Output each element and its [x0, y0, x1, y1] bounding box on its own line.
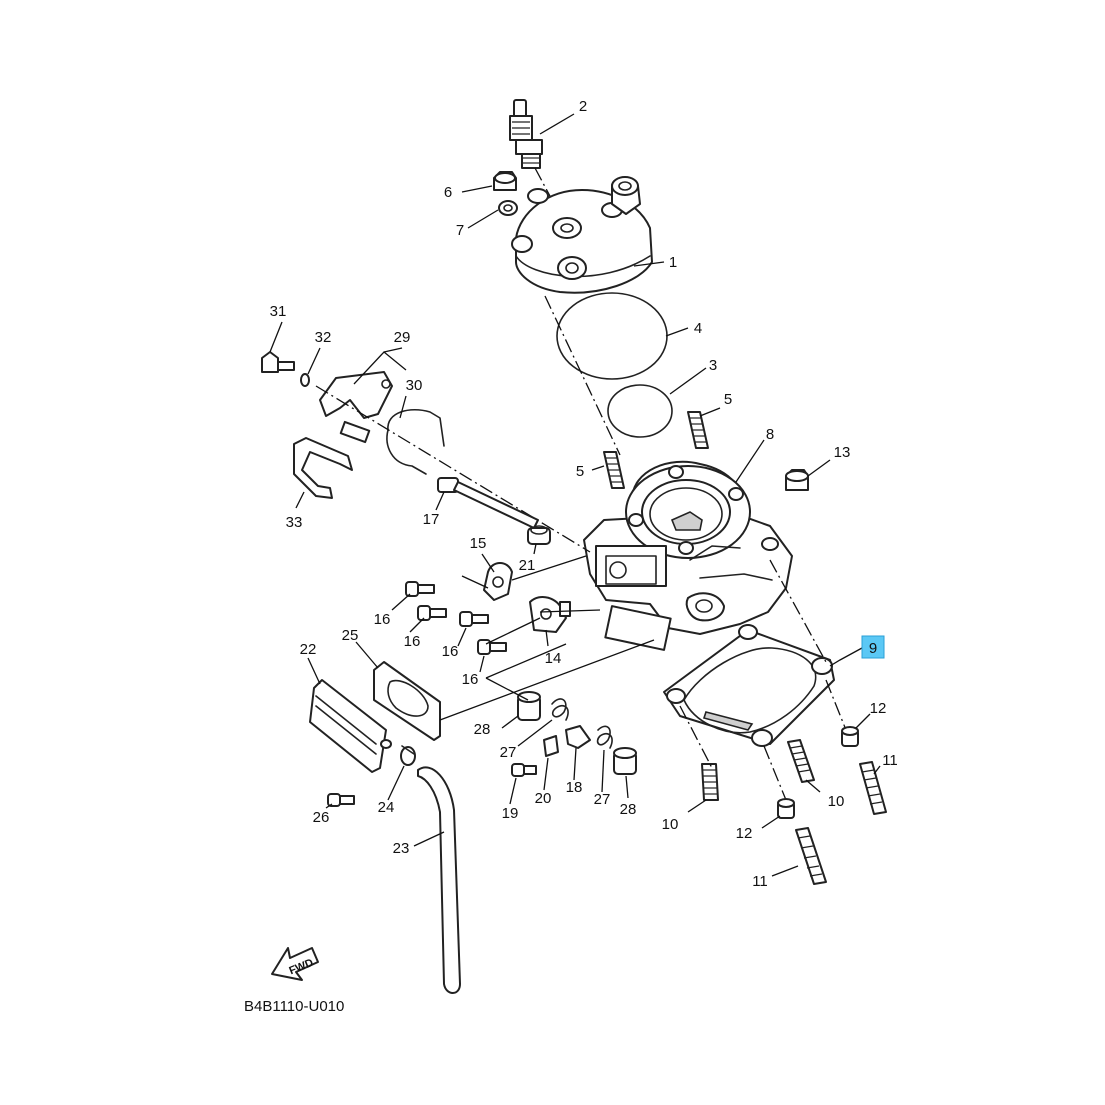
screw-part[interactable]	[405, 581, 435, 597]
callout-24[interactable]: 24	[378, 799, 395, 816]
cover-gasket-part[interactable]	[373, 661, 441, 741]
spacer-collar-part[interactable]	[517, 691, 541, 721]
callout-17[interactable]: 17	[423, 511, 440, 528]
callout-19[interactable]: 19	[502, 805, 519, 822]
callout-14[interactable]: 14	[545, 650, 562, 667]
callout-20[interactable]: 20	[535, 790, 552, 807]
dowel-collar-part[interactable]	[777, 798, 795, 819]
lever-spring-part[interactable]	[596, 725, 613, 749]
lever-part[interactable]	[565, 725, 591, 749]
callout-21[interactable]: 21	[519, 557, 536, 574]
plate-washer-part[interactable]	[543, 735, 559, 757]
callout-29[interactable]: 29	[394, 329, 411, 346]
callout-2[interactable]: 2	[579, 98, 587, 115]
head-nut-part[interactable]	[493, 171, 517, 191]
shaft-bushing-part[interactable]	[527, 525, 551, 545]
valve-lever-part[interactable]	[483, 562, 513, 601]
callout-16-c[interactable]: 16	[442, 643, 459, 660]
callout-labels: 2 6 7 1 4 3 5 8 13 5 9 12 11 10 10 12 11…	[270, 98, 898, 890]
callout-30[interactable]: 30	[406, 377, 423, 394]
valve-holder-part[interactable]	[529, 595, 571, 633]
cylinder-head-part[interactable]	[511, 176, 653, 294]
callout-9-highlighted[interactable]: 9	[861, 635, 885, 659]
callout-11-lower[interactable]: 11	[752, 873, 768, 890]
callout-16-a[interactable]: 16	[374, 611, 391, 628]
cylinder-part[interactable]	[583, 460, 793, 651]
callout-3[interactable]: 3	[709, 357, 717, 374]
callout-4[interactable]: 4	[694, 320, 702, 337]
lower-stud-part[interactable]	[701, 763, 719, 801]
callout-5-lower[interactable]: 5	[576, 463, 584, 480]
screw-part[interactable]	[459, 611, 489, 627]
callout-27-left[interactable]: 27	[500, 744, 517, 761]
callout-16-b[interactable]: 16	[404, 633, 421, 650]
diagram-code: B4B1110-U010	[244, 998, 344, 1015]
stud-bolt-part[interactable]	[687, 411, 709, 449]
callout-8[interactable]: 8	[766, 426, 774, 443]
lever-spring-part[interactable]	[551, 698, 569, 721]
callout-22[interactable]: 22	[300, 641, 317, 658]
small-o-ring-part[interactable]	[607, 384, 673, 438]
screw-part[interactable]	[417, 605, 447, 621]
callout-18[interactable]: 18	[566, 779, 583, 796]
leader-lines	[269, 113, 881, 877]
callout-7[interactable]: 7	[456, 222, 464, 239]
callout-26[interactable]: 26	[313, 809, 330, 826]
spacer-collar-part[interactable]	[613, 747, 637, 775]
holder-spring-part[interactable]	[386, 408, 445, 475]
callout-5-upper[interactable]: 5	[724, 391, 732, 408]
callout-33[interactable]: 33	[286, 514, 303, 531]
callout-12-right[interactable]: 12	[870, 700, 887, 717]
bracket-washer-part[interactable]	[300, 373, 310, 387]
bracket-bolt-part[interactable]	[261, 351, 295, 373]
valve-bracket-part[interactable]	[319, 371, 393, 444]
svg-text:9: 9	[869, 640, 877, 657]
callout-15[interactable]: 15	[470, 535, 487, 552]
callout-10-left[interactable]: 10	[662, 816, 679, 833]
spark-plug-part[interactable]	[509, 99, 543, 169]
holder-clip-part[interactable]	[293, 437, 353, 499]
long-stud-part[interactable]	[859, 761, 887, 815]
lower-stud-part[interactable]	[787, 739, 815, 783]
callout-31[interactable]: 31	[270, 303, 287, 320]
cover-plate-part[interactable]	[309, 679, 392, 773]
callout-28-left[interactable]: 28	[474, 721, 491, 738]
callout-28-right[interactable]: 28	[620, 801, 637, 818]
callout-6[interactable]: 6	[444, 184, 452, 201]
callout-10-right[interactable]: 10	[828, 793, 845, 810]
callout-27-right[interactable]: 27	[594, 791, 611, 808]
callout-12-lower[interactable]: 12	[736, 825, 753, 842]
large-o-ring-part[interactable]	[556, 292, 668, 380]
small-screw-part[interactable]	[511, 763, 537, 777]
cylinder-base-gasket-part[interactable]	[663, 624, 835, 747]
breather-hose-part[interactable]	[417, 766, 461, 994]
forward-arrow-icon: FWD	[271, 947, 319, 981]
stud-bolt-part[interactable]	[603, 451, 625, 489]
callout-13[interactable]: 13	[834, 444, 851, 461]
plate-screw-part[interactable]	[327, 793, 355, 807]
callout-11-right[interactable]: 11	[882, 752, 898, 769]
screw-part[interactable]	[477, 639, 507, 655]
washer-part[interactable]	[498, 200, 518, 216]
callout-23[interactable]: 23	[393, 840, 410, 857]
long-stud-part[interactable]	[795, 827, 827, 885]
callout-1[interactable]: 1	[669, 254, 677, 271]
dowel-collar-part[interactable]	[841, 726, 859, 747]
callout-16-d[interactable]: 16	[462, 671, 479, 688]
valve-shaft-part[interactable]	[437, 477, 539, 529]
cap-nut-part[interactable]	[785, 469, 809, 491]
callout-25[interactable]: 25	[342, 627, 359, 644]
callout-32[interactable]: 32	[315, 329, 332, 346]
hose-clamp-part[interactable]	[400, 745, 416, 766]
